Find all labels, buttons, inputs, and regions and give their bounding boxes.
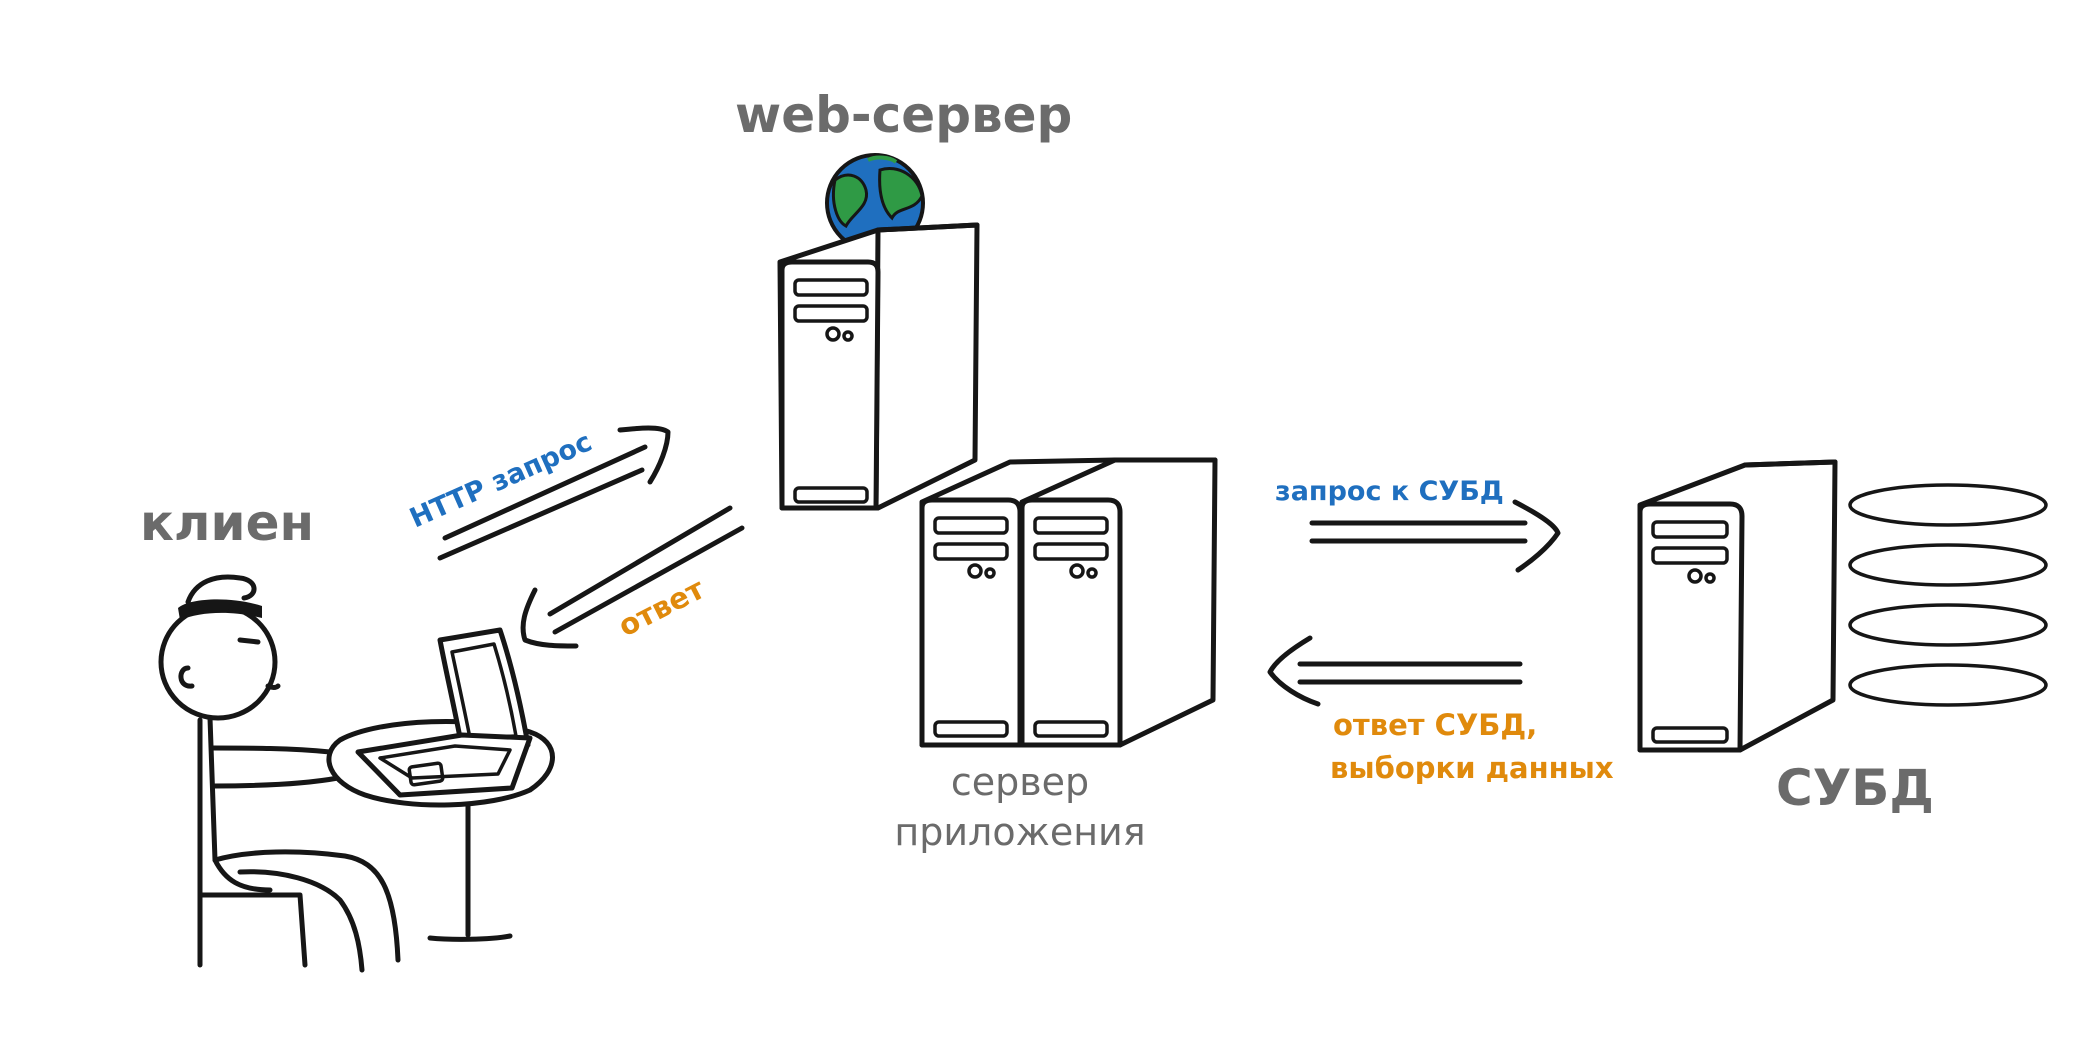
dbms: СУБД (1637, 459, 2048, 817)
client-label: клиен (140, 494, 314, 552)
server-tower-icon (777, 222, 980, 511)
web-server-label: web-сервер (735, 86, 1072, 144)
server-tower-icon (1637, 459, 1838, 753)
database-disk-icon (1848, 483, 2048, 707)
app-server-label-line1: сервер (951, 760, 1089, 804)
dbms-label: СУБД (1776, 759, 1934, 817)
dbms-response-label-line1: ответ СУБД, (1333, 708, 1537, 742)
dbms-request-label: запрос к СУБД (1275, 476, 1504, 507)
response-label: ответ (613, 571, 710, 643)
app-server-label-line2: приложения (894, 810, 1145, 854)
response-arrow: ответ (520, 505, 745, 649)
dbms-response-arrow: ответ СУБД, выборки данных (1267, 635, 1614, 785)
dbms-request-arrow: запрос к СУБД (1275, 476, 1561, 573)
stick-figure-person (158, 574, 401, 973)
globe-icon (825, 153, 925, 253)
dbms-response-label-line2: выборки данных (1330, 751, 1614, 785)
application-server: сервер приложения (894, 457, 1218, 854)
client: клиен (140, 494, 555, 973)
http-request-arrow: HTTP запрос (405, 425, 671, 561)
server-tower-icon (1019, 457, 1218, 748)
web-server: web-сервер (735, 86, 1072, 511)
laptop-icon (355, 627, 533, 798)
